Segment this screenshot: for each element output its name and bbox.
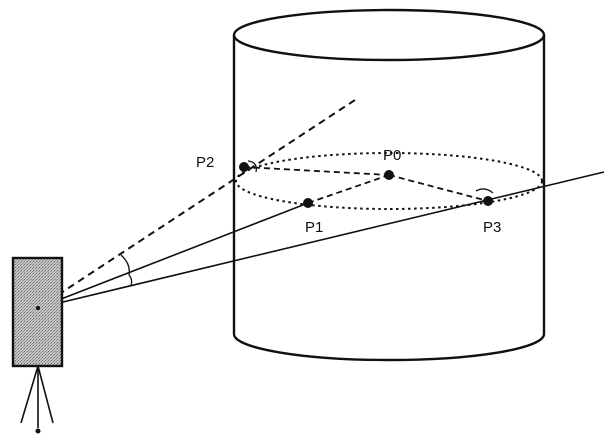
angle-arcs [120, 254, 133, 286]
cylinder-bottom-arc [232, 333, 546, 362]
label-p3: P3 [483, 219, 501, 236]
sight-line-p1 [37, 202, 309, 309]
sight-line-p2 [37, 97, 359, 309]
tripod-plumb-point [35, 428, 41, 434]
label-p1: P1 [305, 219, 323, 236]
cylinder [232, 8, 546, 362]
chords [243, 166, 489, 204]
section-ellipse [235, 152, 543, 210]
tripod [20, 365, 54, 428]
instrument [11, 256, 64, 434]
angle-arc-upper [120, 254, 130, 276]
chord-p0-p3 [388, 174, 489, 202]
angle-mark-p3 [475, 188, 494, 194]
instrument-body [11, 256, 64, 368]
point-p1 [303, 198, 313, 208]
label-p0: P0 [383, 147, 401, 164]
tripod-leg-right [37, 365, 54, 424]
tripod-leg-left [20, 365, 39, 424]
angle-arc-lower [128, 274, 133, 286]
label-p2: P2 [196, 154, 214, 171]
point-p3 [483, 196, 493, 206]
instrument-sight-point [36, 306, 40, 310]
angle-mark-p2 [247, 160, 257, 173]
chord-p2-p0 [243, 166, 390, 176]
cylinder-top-ellipse [232, 8, 546, 62]
point-p2 [239, 162, 249, 172]
sight-line-p3 [37, 171, 605, 309]
chord-p1-p0 [307, 174, 390, 204]
point-p0 [384, 170, 394, 180]
